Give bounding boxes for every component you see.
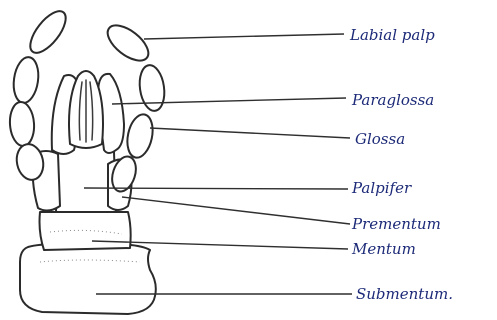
- label-submentum: Submentum.: [356, 285, 453, 303]
- leader-palpifer: [84, 188, 348, 189]
- label-glossa: Glossa: [355, 130, 405, 148]
- leader-prementum: [122, 197, 350, 224]
- leader-glossa: [150, 128, 350, 138]
- labial-palp-right-segment-4: [102, 19, 155, 67]
- labial-palp-right-segment-2: [124, 112, 157, 160]
- labial-palp-left-segment-2: [8, 101, 35, 147]
- leader-labial-palp: [144, 34, 344, 39]
- labial-palp-left-segment-3: [11, 56, 41, 105]
- label-prementum: Prementum: [351, 215, 441, 233]
- labial-palp-right-segment-3: [137, 64, 167, 113]
- labial-palp-left-segment-4: [24, 6, 72, 59]
- label-labial-palp: Labial palp: [349, 26, 435, 44]
- submentum-sclerite: [20, 244, 156, 314]
- mentum-sclerite: [40, 212, 131, 250]
- label-palpifer: Palpifer: [351, 179, 412, 197]
- label-paraglossa: Paraglossa: [351, 91, 434, 109]
- label-mentum: Mentum: [351, 240, 416, 258]
